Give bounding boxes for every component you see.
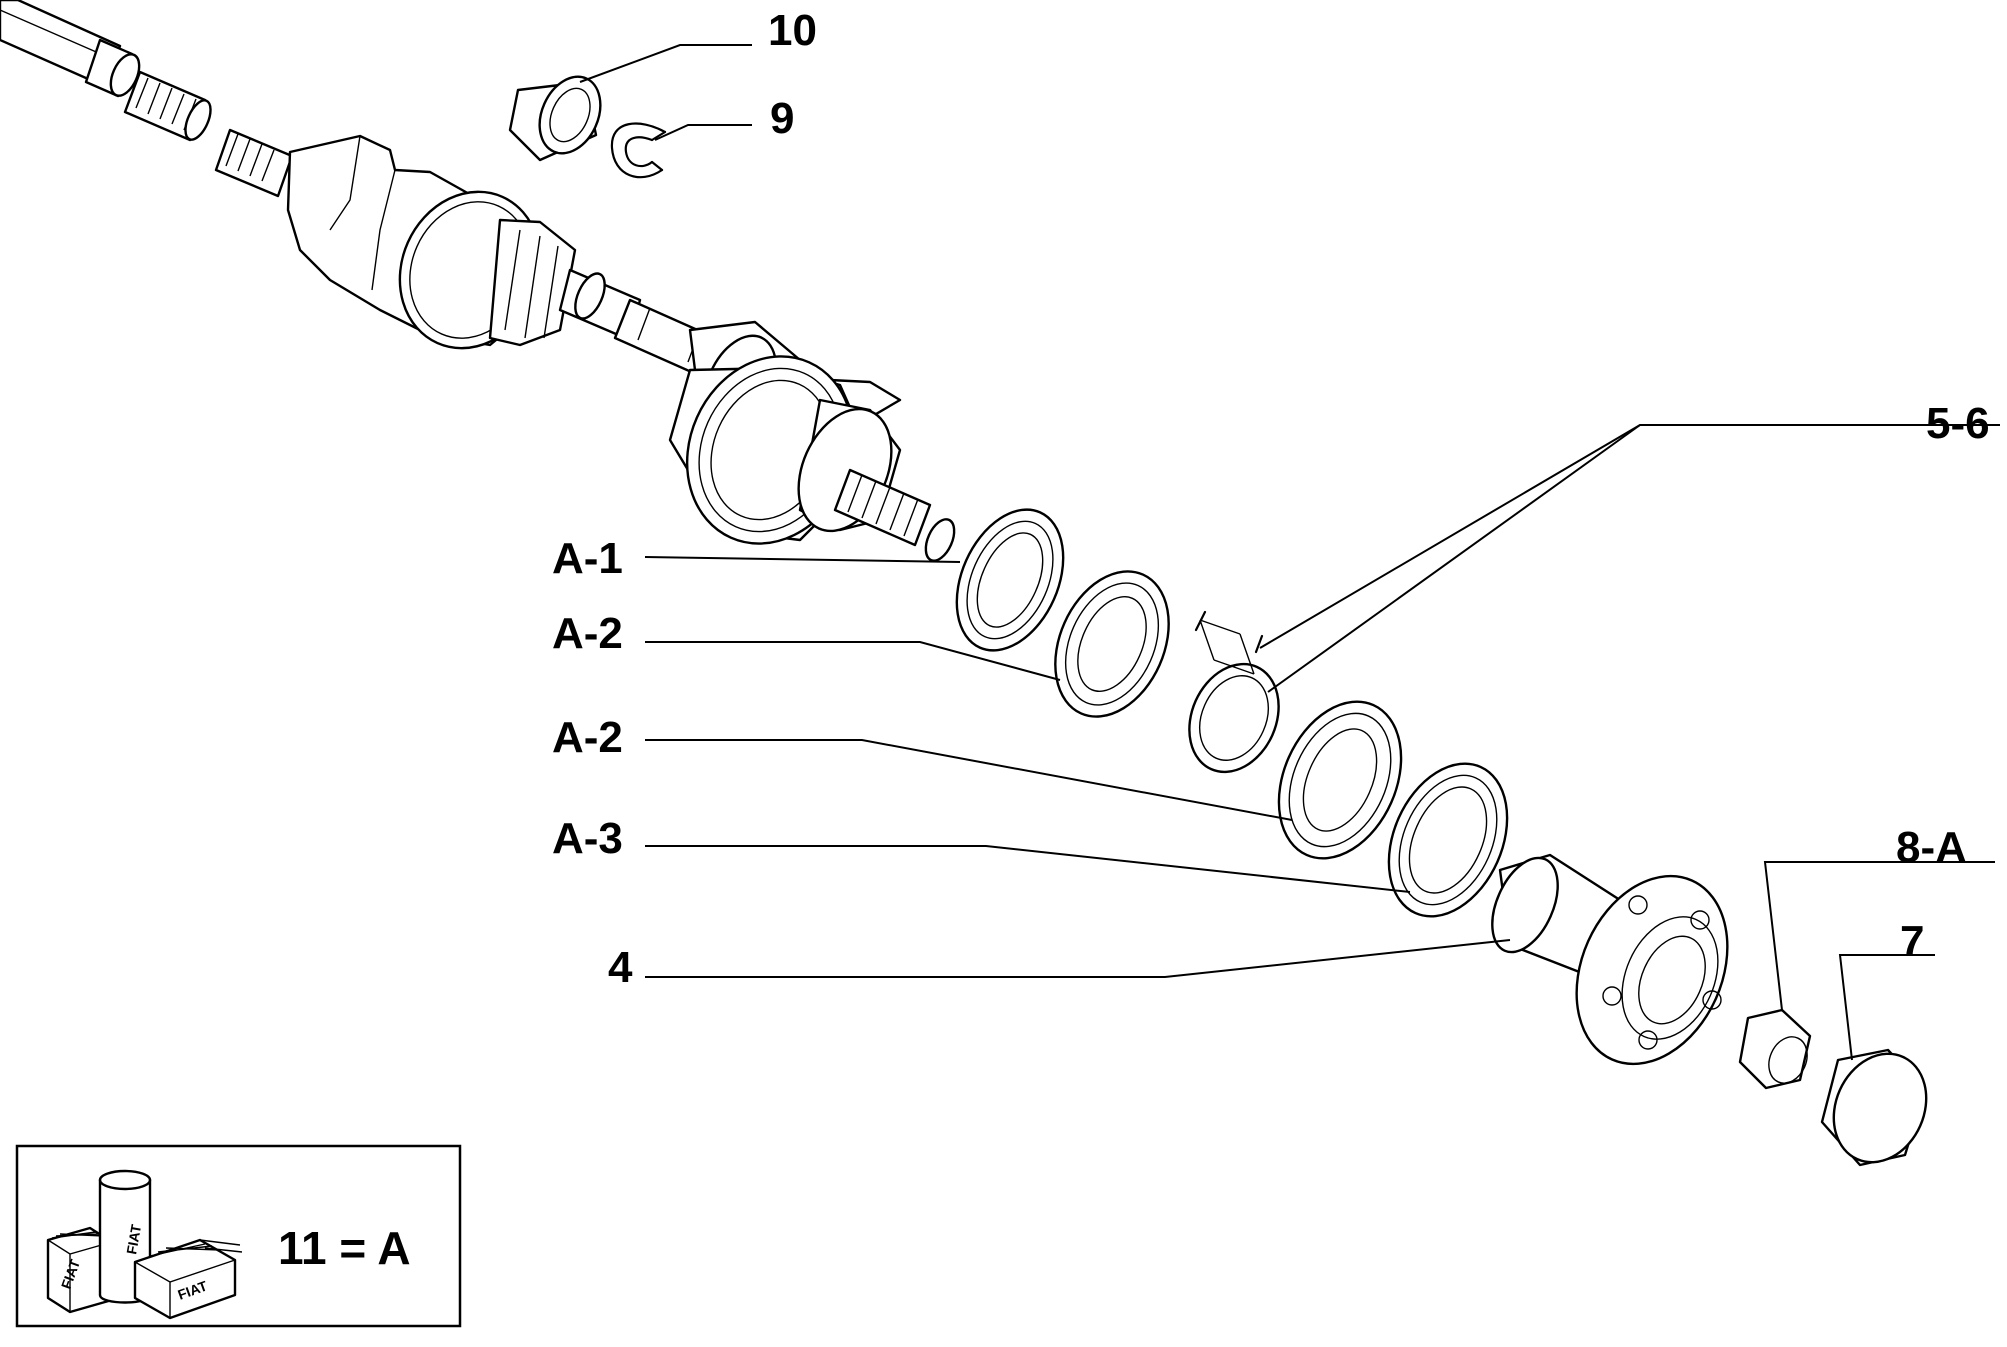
circlip-part-9 xyxy=(610,122,667,179)
callout-7: 7 xyxy=(1900,917,1924,966)
bearing-part-a2-lower xyxy=(1277,700,1403,860)
callout-a2-upper: A-2 xyxy=(552,609,623,658)
callout-labels: 10 9 5-6 A-1 A-2 A-2 A-3 4 8-A 7 xyxy=(552,6,1990,992)
fiat-tool-logo: FIAT FIAT FIAT xyxy=(46,1169,243,1320)
hub-part-4 xyxy=(1491,853,1729,1066)
logo-text-2: FIAT xyxy=(123,1223,144,1256)
nut-part-8a xyxy=(1738,1008,1812,1090)
drive-shaft xyxy=(0,0,956,562)
legend-box: FIAT FIAT FIAT 11 = A xyxy=(15,1144,462,1328)
callout-8a: 8-A xyxy=(1896,823,1967,872)
callout-a2-lower: A-2 xyxy=(552,713,623,762)
leader-lines xyxy=(579,44,2000,1061)
legend-text: 11 = A xyxy=(278,1222,411,1274)
cap-part-7 xyxy=(1820,1048,1928,1167)
bearing-part-a2-upper xyxy=(1054,570,1170,718)
callout-10: 10 xyxy=(768,6,817,55)
seal-part-a3 xyxy=(1387,762,1509,918)
callout-4: 4 xyxy=(608,943,633,992)
callout-a3: A-3 xyxy=(552,814,623,863)
bushing-part-10 xyxy=(508,75,602,162)
spacer-part-5-6 xyxy=(1188,610,1280,774)
seal-part-a1 xyxy=(955,508,1065,652)
callout-5-6: 5-6 xyxy=(1926,399,1990,448)
callout-a1: A-1 xyxy=(552,534,623,583)
callout-9: 9 xyxy=(770,94,794,143)
